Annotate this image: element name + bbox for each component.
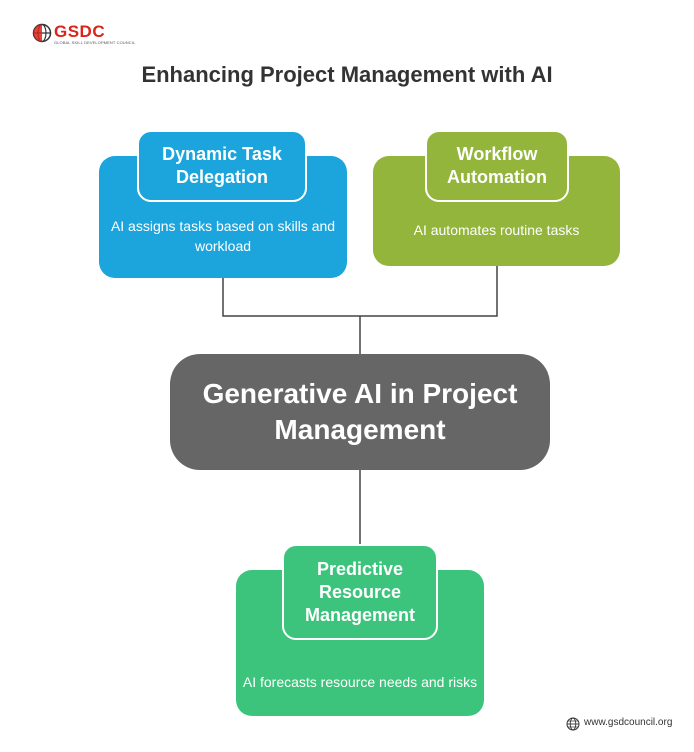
globe-icon: [566, 717, 580, 731]
logo-tagline: GLOBAL SKILL DEVELOPMENT COUNCIL: [54, 40, 136, 45]
card-description: AI assigns tasks based on skills and wor…: [110, 218, 336, 254]
card-heading-workflow-automation: Workflow Automation: [425, 130, 569, 202]
globe-icon: [32, 23, 52, 43]
footer-website: www.gsdcouncil.org: [566, 716, 686, 732]
page-title: Enhancing Project Management with AI: [141, 62, 553, 87]
website-link[interactable]: www.gsdcouncil.org: [584, 717, 673, 728]
card-description: AI forecasts resource needs and risks: [242, 674, 478, 690]
center-node: Generative AI in Project Management: [170, 354, 550, 470]
logo-brand: GSDC: [54, 22, 106, 41]
card-heading-dynamic-task-delegation: Dynamic Task Delegation: [137, 130, 307, 202]
gsdc-logo: GSDC GLOBAL SKILL DEVELOPMENT COUNCIL: [32, 22, 136, 46]
card-heading-predictive-resource-management: Predictive Resource Management: [282, 544, 438, 640]
card-description: AI automates routine tasks: [413, 222, 580, 238]
